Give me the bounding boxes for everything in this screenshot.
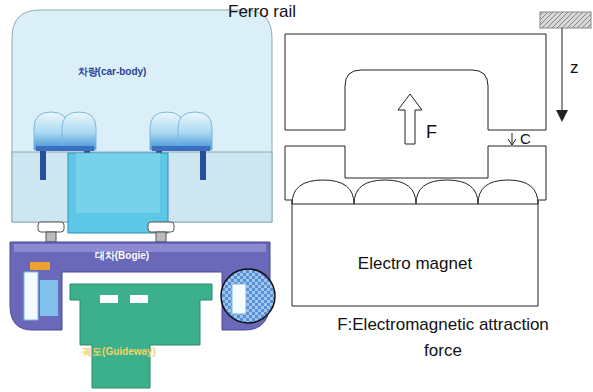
- gap-label: C: [520, 130, 531, 147]
- node-text: Electro magnet: [292, 254, 538, 274]
- node-text: 차량(car-body): [12, 66, 212, 78]
- node-text: Ferro rail: [228, 2, 328, 22]
- bogie: 대차(Bogie): [62, 246, 222, 272]
- force-label: F: [426, 122, 437, 143]
- ferro-rail: Ferro rail: [228, 2, 546, 130]
- electro-magnet: Electro magnet: [292, 206, 538, 306]
- node-text: 대차(Bogie): [62, 250, 182, 262]
- air-spring: [38, 222, 174, 242]
- car-body: 차량(car-body): [12, 10, 272, 222]
- guideway: 궤도(Guideway): [80, 300, 200, 388]
- node-text: 궤도(Guideway): [80, 346, 158, 358]
- axis-label: z: [570, 58, 579, 78]
- caption: F:Electromagnetic attraction force: [318, 312, 568, 365]
